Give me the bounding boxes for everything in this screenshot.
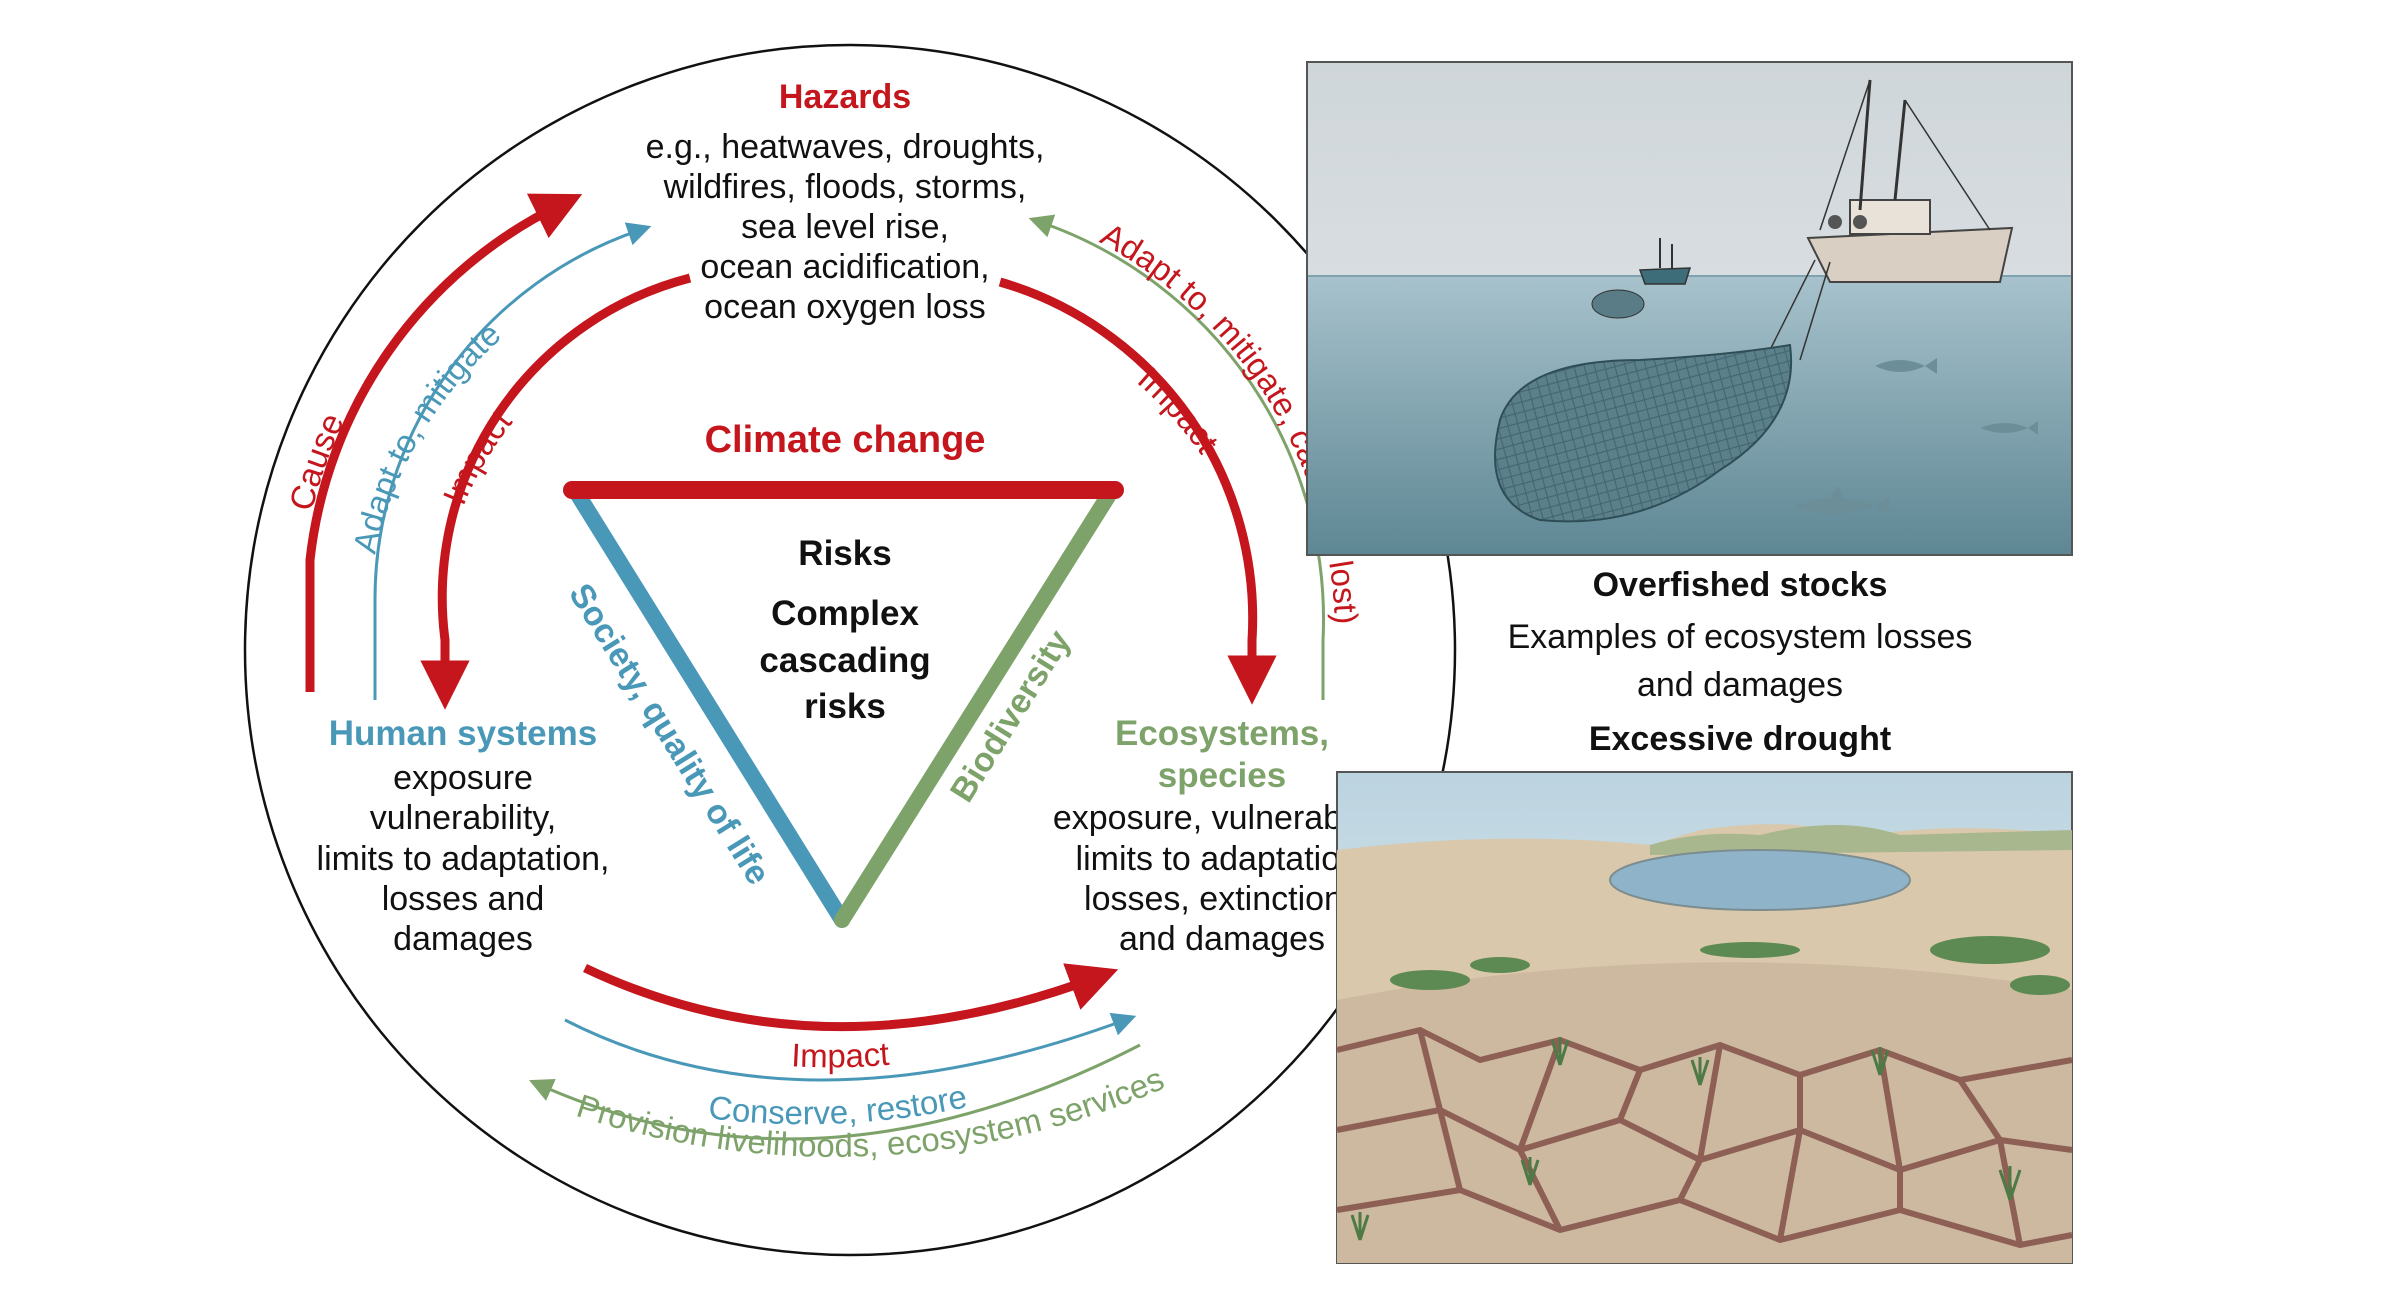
svg-text:losses and: losses and xyxy=(382,880,545,918)
svg-text:Ecosystems,: Ecosystems, xyxy=(1115,714,1329,753)
provision-arrow xyxy=(529,1043,1141,1141)
svg-text:risks: risks xyxy=(804,687,886,726)
svg-text:losses, extinctions: losses, extinctions xyxy=(1084,880,1360,918)
svg-text:vulnerability,: vulnerability, xyxy=(370,799,556,837)
impact-bottom-label: Impact xyxy=(791,1035,891,1075)
svg-text:wildfires, floods, storms,: wildfires, floods, storms, xyxy=(663,168,1027,206)
ecosystems-title: Ecosystems, species xyxy=(1115,714,1329,795)
human-systems-title: Human systems xyxy=(329,714,597,753)
svg-text:species: species xyxy=(1158,756,1286,795)
impact-right-arrow xyxy=(998,277,1277,705)
overfished-title: Overfished stocks xyxy=(1593,566,1888,604)
adapt-mitigate-cause-arrow xyxy=(1028,214,1325,700)
shrinking-lake xyxy=(1609,849,1911,911)
human-systems-description: exposure vulnerability, limits to adapta… xyxy=(317,759,610,958)
svg-text:sea level rise,: sea level rise, xyxy=(741,208,949,246)
svg-text:limits to adaptation,: limits to adaptation, xyxy=(1076,840,1369,878)
svg-text:and damages: and damages xyxy=(1637,666,1843,704)
conserve-restore-arrow xyxy=(564,1012,1137,1082)
svg-text:limits to adaptation,: limits to adaptation, xyxy=(317,840,610,878)
svg-text:exposure, vulnerability: exposure, vulnerability xyxy=(1053,799,1391,837)
ecosystems-description: exposure, vulnerability limits to adapta… xyxy=(1053,799,1391,958)
climate-change-label: Climate change xyxy=(705,419,986,461)
adapt-mitigate-arrow xyxy=(373,222,652,700)
cause-arrow xyxy=(305,193,583,692)
svg-text:ocean acidification,: ocean acidification, xyxy=(700,248,989,286)
svg-text:e.g., heatwaves, droughts,: e.g., heatwaves, droughts, xyxy=(646,128,1045,166)
examples-caption: Examples of ecosystem losses and damages xyxy=(1508,618,1973,704)
hazards-title: Hazards xyxy=(779,78,911,116)
triangle-biodiversity-side xyxy=(834,482,1120,928)
drought-illustration xyxy=(1336,771,2073,1264)
drought-title: Excessive drought xyxy=(1589,720,1891,758)
overfishing-illustration xyxy=(1306,61,2073,556)
svg-text:ocean oxygen loss: ocean oxygen loss xyxy=(704,288,986,326)
hazards-description: e.g., heatwaves, droughts, wildfires, fl… xyxy=(646,128,1045,326)
outer-circle xyxy=(243,43,1457,1257)
svg-text:Complex: Complex xyxy=(771,594,919,633)
risks-center: Risks Complex cascading risks xyxy=(759,534,930,726)
svg-text:and damages: and damages xyxy=(1119,920,1325,958)
svg-text:Examples of ecosystem losses: Examples of ecosystem losses xyxy=(1508,618,1973,656)
svg-text:cascading: cascading xyxy=(759,641,930,680)
svg-text:exposure: exposure xyxy=(393,759,533,797)
impact-bottom-arrow xyxy=(583,963,1119,1032)
svg-text:Risks: Risks xyxy=(798,534,891,573)
impact-left-arrow xyxy=(420,273,692,710)
triangle-society-side xyxy=(567,482,850,928)
svg-text:damages: damages xyxy=(393,920,533,958)
